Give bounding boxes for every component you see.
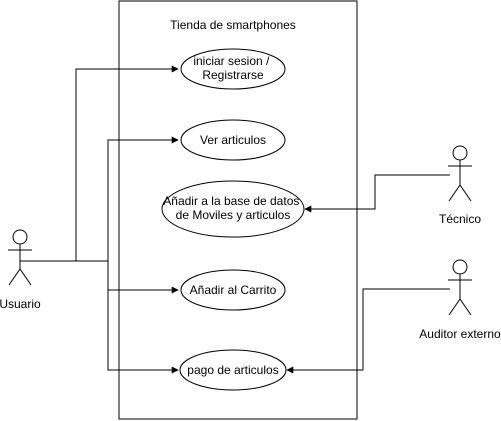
use-case-ver-articulos: Ver articulos <box>180 119 286 161</box>
use-case-login-line-2: Registrarse <box>202 68 264 82</box>
actor-auditor-label: Auditor externo <box>419 327 501 341</box>
use-case-login-line-1: iniciar sesion / <box>193 54 270 68</box>
use-case-carrito-label: Añadir al Carrito <box>190 283 277 297</box>
use-case-carrito: Añadir al Carrito <box>180 269 286 311</box>
connectors <box>20 65 450 374</box>
actor-usuario: Usuario <box>0 229 41 311</box>
connector-usuario-pago <box>107 290 179 374</box>
actor-usuario-label: Usuario <box>0 297 41 311</box>
connector-usuario-login <box>20 65 179 262</box>
actor-auditor-icon <box>448 259 472 316</box>
system-boundary <box>118 0 358 420</box>
use-case-anadir-bd: Añadir a la base de datos de Moviles y a… <box>161 180 305 238</box>
use-case-pago-label: pago de articulos <box>187 363 278 377</box>
actor-tecnico: Técnico <box>439 145 481 226</box>
actor-usuario-icon <box>8 229 32 286</box>
use-case-ver-articulos-ellipse <box>180 119 286 161</box>
use-case-pago: pago de articulos <box>179 349 287 391</box>
connector-usuario-ver <box>20 136 179 262</box>
connector-auditor-pago <box>286 288 450 374</box>
svg-text:Añadir a la base de datos: Añadir a la base de datos de Moviles y a… <box>163 194 302 222</box>
use-case-login: iniciar sesion / Registrarse <box>180 48 286 90</box>
svg-text:iniciar sesion / Registr: iniciar sesion / Registrarse <box>193 54 272 82</box>
use-case-pago-ellipse <box>179 349 287 391</box>
use-case-anadir-bd-line-1: Añadir a la base de datos <box>163 194 299 208</box>
actor-tecnico-label: Técnico <box>439 212 481 226</box>
use-case-carrito-ellipse <box>180 269 286 311</box>
use-case-anadir-bd-ellipse <box>161 180 305 238</box>
connector-tecnico-anadir <box>304 174 450 213</box>
use-case-ver-articulos-label: Ver articulos <box>200 133 266 147</box>
actor-auditor: Auditor externo <box>419 259 501 341</box>
use-case-login-ellipse <box>180 48 286 90</box>
system-title: Tienda de smartphones <box>170 18 296 32</box>
use-case-anadir-bd-line-2: de Moviles y articulos <box>176 208 291 222</box>
actor-tecnico-icon <box>448 145 472 202</box>
